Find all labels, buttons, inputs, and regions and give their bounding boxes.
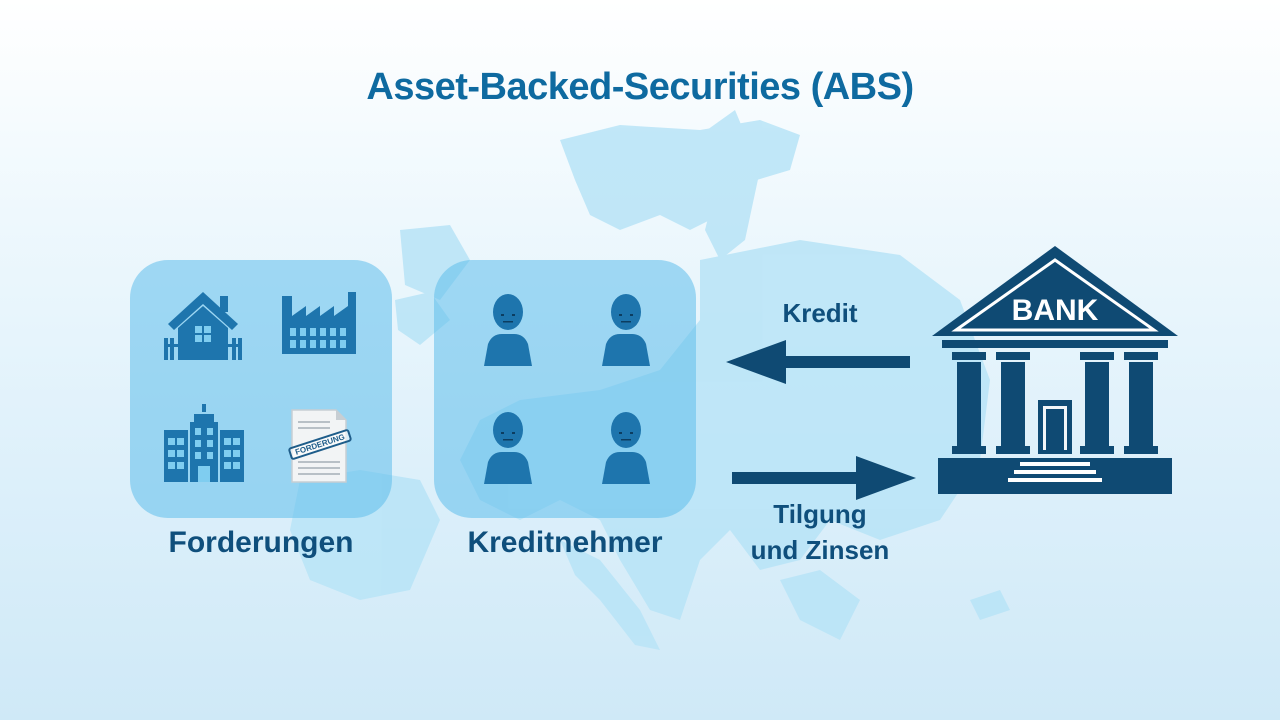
claim-document-icon: FORDERUNG [287,408,353,484]
kreditnehmer-label: Kreditnehmer [467,526,663,559]
bank-building: BANK [930,246,1180,496]
forderungen-panel: FORDERUNG [130,260,392,518]
person-icon [484,294,532,366]
factory-icon [282,292,356,354]
forderungen-label: Forderungen [168,526,354,559]
person-icon [602,294,650,366]
kredit-label: Kredit [782,298,858,328]
house-icon [164,292,242,360]
tilgung-line-2: und Zinsen [750,535,890,565]
bank-label: BANK [1011,294,1099,327]
kreditnehmer-panel [434,260,696,518]
arrow-right-icon [732,456,916,500]
page-title: Asset-Backed-Securities (ABS) [366,66,914,108]
tilgung-line-1: Tilgung [773,499,867,529]
arrow-left-icon [726,340,910,384]
person-icon [602,412,650,484]
person-icon [484,412,532,484]
bank-building-icon [932,246,1178,494]
tilgung-label: Tilgung und Zinsen [720,496,920,568]
office-building-icon [164,404,244,482]
